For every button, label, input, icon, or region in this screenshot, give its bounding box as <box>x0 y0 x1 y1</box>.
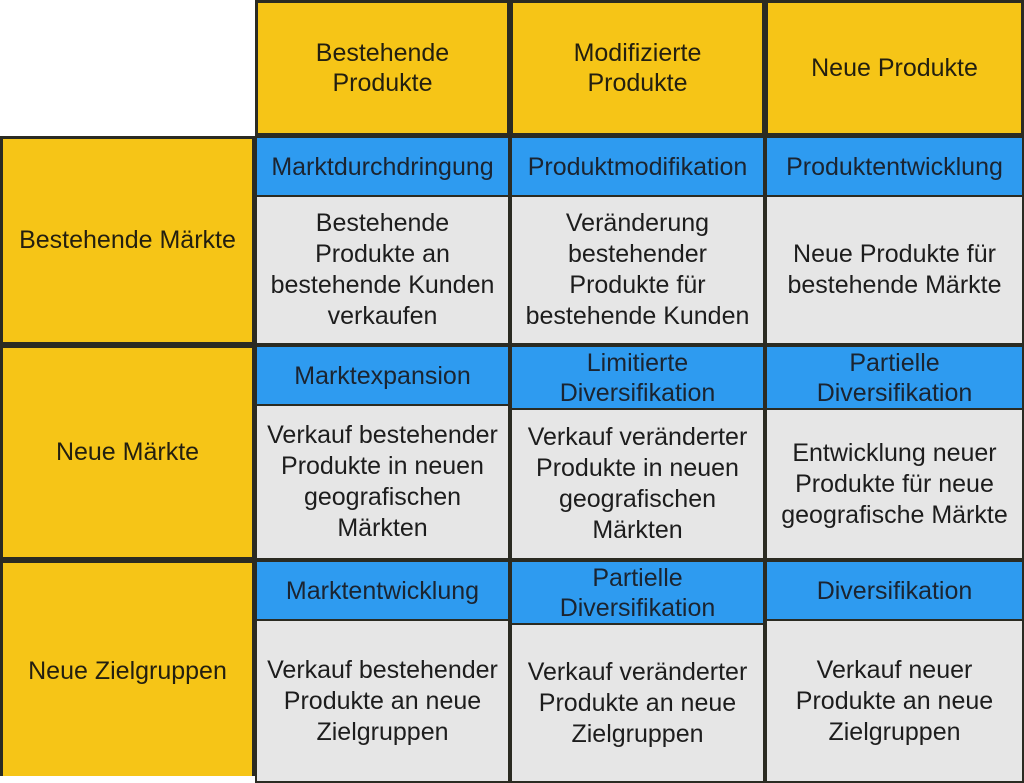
strategy-description: Bestehende Produkte an bestehende Kunden… <box>257 197 508 343</box>
strategy-cell-marktdurchdringung: Marktdurchdringung Bestehende Produkte a… <box>255 136 510 345</box>
strategy-cell-marktexpansion: Marktexpansion Verkauf bestehender Produ… <box>255 345 510 560</box>
row-header-bestehende-maerkte: Bestehende Märkte <box>0 136 255 345</box>
strategy-title: Partielle Diversifikation <box>512 562 763 625</box>
strategy-description: Entwicklung neuer Produkte für neue geog… <box>767 410 1022 558</box>
strategy-description: Veränderung bestehender Produkte für bes… <box>512 197 763 343</box>
strategy-title: Marktdurchdringung <box>257 138 508 197</box>
strategy-description: Verkauf neuer Produkte an neue Zielgrupp… <box>767 621 1022 781</box>
strategy-cell-produktentwicklung: Produktentwicklung Neue Produkte für bes… <box>765 136 1024 345</box>
row-header-neue-zielgruppen: Neue Zielgruppen <box>0 560 255 783</box>
strategy-title: Produktmodifikation <box>512 138 763 197</box>
column-header-label: Neue Produkte <box>811 53 978 82</box>
strategy-cell-produktmodifikation: Produktmodifikation Veränderung bestehen… <box>510 136 765 345</box>
strategy-description: Verkauf veränderter Produkte in neuen ge… <box>512 410 763 558</box>
bottom-left-whitespace <box>0 776 255 783</box>
strategy-description: Verkauf bestehender Produkte in neuen ge… <box>257 406 508 558</box>
column-header-bestehende-produkte: Bestehende Produkte <box>255 0 510 136</box>
strategy-cell-partielle-diversifikation-neue-maerkte: Partielle Diversifikation Entwicklung ne… <box>765 345 1024 560</box>
column-header-label: Bestehende Produkte <box>315 38 450 98</box>
strategy-cell-diversifikation: Diversifikation Verkauf neuer Produkte a… <box>765 560 1024 783</box>
row-header-neue-maerkte: Neue Märkte <box>0 345 255 560</box>
strategy-cell-marktentwicklung: Marktentwicklung Verkauf bestehender Pro… <box>255 560 510 783</box>
strategy-title: Marktexpansion <box>257 347 508 406</box>
strategy-title: Partielle Diversifikation <box>767 347 1022 410</box>
strategy-title: Diversifikation <box>767 562 1022 621</box>
column-header-label: Modifizierte Produkte <box>573 38 702 98</box>
column-header-modifizierte-produkte: Modifizierte Produkte <box>510 0 765 136</box>
matrix-corner-cell <box>0 0 255 136</box>
row-header-label: Neue Zielgruppen <box>28 657 227 686</box>
strategy-cell-partielle-diversifikation-neue-zielgruppen: Partielle Diversifikation Verkauf veränd… <box>510 560 765 783</box>
strategy-title: Marktentwicklung <box>257 562 508 621</box>
column-header-neue-produkte: Neue Produkte <box>765 0 1024 136</box>
row-header-label: Neue Märkte <box>55 438 200 467</box>
row-header-label: Bestehende Märkte <box>19 226 236 255</box>
strategy-description: Verkauf bestehender Produkte an neue Zie… <box>257 621 508 781</box>
strategy-title: Produktentwicklung <box>767 138 1022 197</box>
strategy-description: Neue Produkte für bestehende Märkte <box>767 197 1022 343</box>
strategy-title: Limitierte Diversifikation <box>512 347 763 410</box>
strategy-cell-limitierte-diversifikation: Limitierte Diversifikation Verkauf verän… <box>510 345 765 560</box>
strategy-description: Verkauf veränderter Produkte an neue Zie… <box>512 625 763 781</box>
